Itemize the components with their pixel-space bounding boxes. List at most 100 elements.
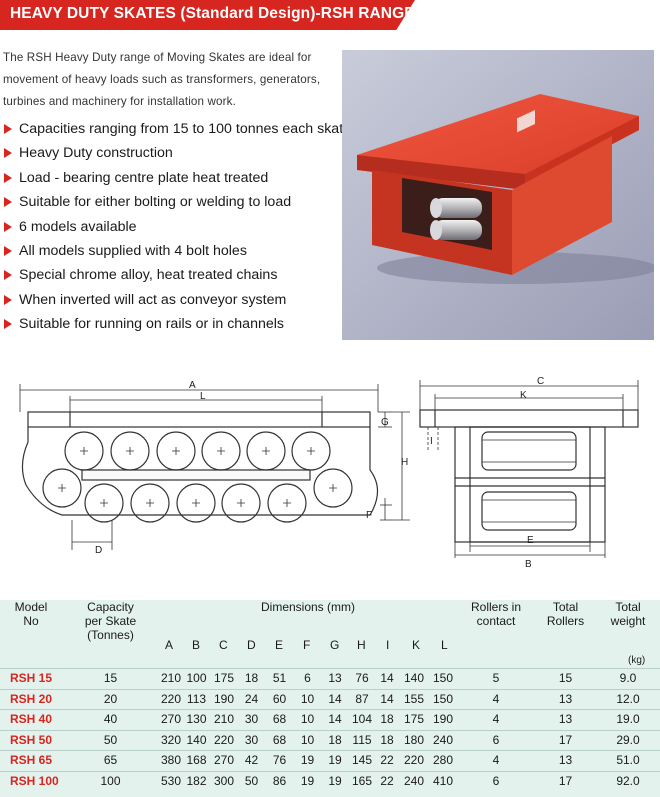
cell-dimension: 68 — [265, 729, 294, 751]
cell-model: RSH 65 — [0, 750, 62, 772]
cell-dimension: 270 — [159, 709, 183, 731]
cell-capacity: 65 — [62, 750, 159, 772]
cell-dimension: 380 — [159, 750, 183, 772]
cell-dimension: 210 — [159, 668, 183, 690]
cell-dimension: 140 — [399, 668, 429, 690]
dim-label-f: F — [366, 510, 372, 521]
dim-label-d: D — [95, 545, 102, 556]
feature-item: Capacities ranging from 15 to 100 tonnes… — [3, 117, 351, 141]
triangle-bullet-icon — [4, 124, 12, 134]
cell-dimension: 150 — [429, 668, 457, 690]
feature-item: All models supplied with 4 bolt holes — [3, 239, 348, 263]
cell-dimension: 100 — [183, 668, 210, 690]
triangle-bullet-icon — [4, 270, 12, 281]
cell-total-rollers: 17 — [535, 729, 596, 751]
cell-dimension: 6 — [294, 668, 321, 690]
cell-rollers-in-contact: 6 — [457, 729, 535, 751]
cell-model: RSH 50 — [0, 729, 62, 751]
cell-model: RSH 100 — [0, 770, 62, 792]
cell-total-rollers: 15 — [535, 668, 596, 690]
cell-model: RSH 15 — [0, 668, 62, 690]
triangle-bullet-icon — [4, 197, 12, 208]
cell-dimension: 42 — [238, 750, 265, 772]
cell-total-weight: 92.0 — [596, 770, 660, 792]
cell-dimension: 22 — [375, 750, 399, 772]
cell-dimension: 175 — [399, 709, 429, 731]
cell-dimension: 150 — [429, 688, 457, 710]
cell-rollers-in-contact: 4 — [457, 709, 535, 731]
cell-dimension: 115 — [349, 729, 375, 751]
triangle-bullet-icon — [4, 245, 12, 256]
cell-dimension: 68 — [265, 709, 294, 731]
end-view-outline — [419, 409, 639, 543]
cell-dimension: 76 — [349, 668, 375, 690]
feature-item: Suitable for either bolting or welding t… — [3, 190, 348, 214]
cell-total-rollers: 13 — [535, 750, 596, 772]
cell-rollers-in-contact: 4 — [457, 688, 535, 710]
dim-label-e: E — [527, 535, 534, 546]
cell-model: RSH 40 — [0, 709, 62, 731]
cell-dimension: 104 — [349, 709, 375, 731]
dim-label-a: A — [189, 380, 196, 391]
cell-dimension: 22 — [375, 770, 399, 792]
intro-paragraph: The RSH Heavy Duty range of Moving Skate… — [3, 51, 321, 108]
cell-capacity: 50 — [62, 729, 159, 751]
cell-dimension: 145 — [349, 750, 375, 772]
feature-item: Special chrome alloy, heat treated chain… — [3, 263, 348, 287]
cell-dimension: 18 — [321, 729, 349, 751]
triangle-bullet-icon — [4, 148, 12, 159]
cell-dimension: 86 — [265, 770, 294, 792]
cell-model: RSH 20 — [0, 688, 62, 710]
cell-capacity: 40 — [62, 709, 159, 731]
cell-dimension: 300 — [210, 770, 238, 792]
cell-dimension: 19 — [321, 770, 349, 792]
cell-dimension: 14 — [375, 688, 399, 710]
cell-dimension: 530 — [159, 770, 183, 792]
cell-dimension: 18 — [238, 668, 265, 690]
feature-item: When inverted will act as conveyor syste… — [3, 288, 348, 312]
cell-dimension: 87 — [349, 688, 375, 710]
cell-dimension: 13 — [321, 668, 349, 690]
cell-total-rollers: 13 — [535, 709, 596, 731]
cell-dimension: 50 — [238, 770, 265, 792]
feature-item: 6 models available — [3, 215, 348, 239]
cell-dimension: 18 — [375, 709, 399, 731]
cell-total-rollers: 17 — [535, 770, 596, 792]
cell-rollers-in-contact: 6 — [457, 770, 535, 792]
cell-dimension: 168 — [183, 750, 210, 772]
cell-capacity: 100 — [62, 770, 159, 792]
cell-dimension: 19 — [294, 750, 321, 772]
dim-label-k: K — [520, 390, 527, 401]
cell-dimension: 113 — [183, 688, 210, 710]
weight-unit: (kg) — [628, 655, 646, 666]
dim-label-g: G — [381, 417, 389, 428]
cell-dimension: 14 — [321, 688, 349, 710]
product-photo — [342, 50, 654, 340]
cell-rollers-in-contact: 5 — [457, 668, 535, 690]
header-dimensions: Dimensions (mm) — [260, 600, 355, 614]
cell-dimension: 190 — [429, 709, 457, 731]
cell-dimension: 240 — [399, 770, 429, 792]
cell-dimension: 14 — [375, 668, 399, 690]
feature-item: Heavy Duty construction — [3, 141, 348, 165]
cell-dimension: 18 — [375, 729, 399, 751]
cell-dimension: 270 — [210, 750, 238, 772]
cell-dimension: 19 — [321, 750, 349, 772]
cell-dimension: 130 — [183, 709, 210, 731]
cell-total-weight: 19.0 — [596, 709, 660, 731]
dim-label-c: C — [537, 376, 544, 387]
cell-dimension: 220 — [399, 750, 429, 772]
cell-dimension: 14 — [321, 709, 349, 731]
dim-label-h: H — [401, 457, 408, 468]
